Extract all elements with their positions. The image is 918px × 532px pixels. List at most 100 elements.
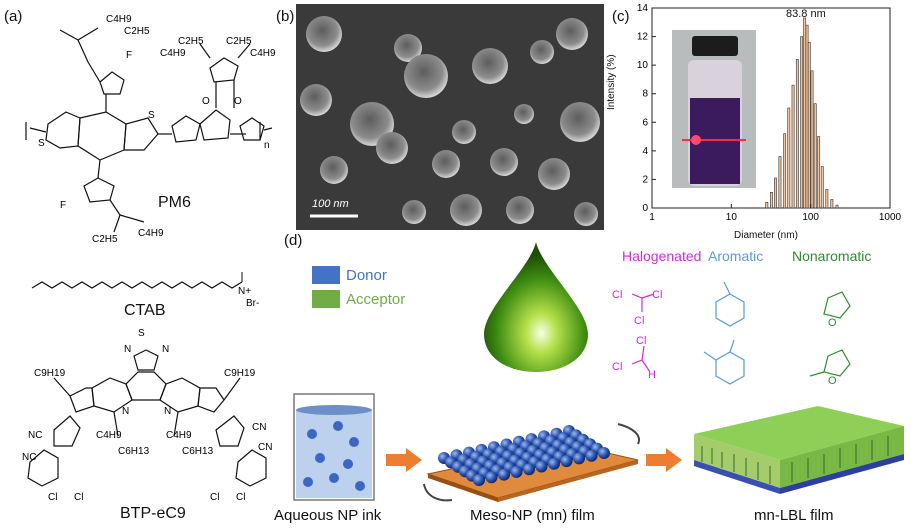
y-tick-label: 14 <box>637 3 649 14</box>
y-tick-label: 8 <box>642 89 648 100</box>
x-tick-label: 100 <box>802 212 819 223</box>
thf-o: O <box>828 317 837 329</box>
vial-cap <box>692 36 738 56</box>
btp-nc-left: NC <box>22 452 36 463</box>
ctab-label: CTAB <box>124 302 166 319</box>
solvent-aromatic-label: Aromatic <box>708 248 764 264</box>
pm6-o-left: O <box>202 96 210 107</box>
xylene-ring <box>715 351 745 385</box>
btp-n-right: N <box>164 406 171 417</box>
arrow-right-icon-1 <box>386 448 422 472</box>
pm6-c4h9-bottom: C4H9 <box>138 228 164 239</box>
histogram-bar <box>800 36 804 209</box>
btp-c9h19-right: C9H19 <box>224 368 256 379</box>
droplet-icon <box>484 242 588 372</box>
btp-c9h19-left: C9H19 <box>34 368 66 379</box>
y-tick-label: 12 <box>637 32 649 43</box>
ctab-br: Br- <box>246 298 259 308</box>
pm6-c2h5-mid-right: C2H5 <box>226 36 252 47</box>
histogram-bar <box>830 199 834 209</box>
acceptor-swatch <box>312 290 340 308</box>
pm6-structure: C4H9 C2H5 F C4H9 C2H5 C2H5 C4H9 O O S S … <box>25 14 276 245</box>
btp-c4h9-right: C4H9 <box>166 430 192 441</box>
sem-particles <box>296 4 604 230</box>
laser-spot <box>691 135 701 145</box>
np-sphere <box>473 474 485 486</box>
benzene-ring <box>715 293 745 327</box>
btp-c6h13-left: C6H13 <box>118 446 150 457</box>
dichloromethane-structures <box>631 293 655 373</box>
solvent-halogenated-label: Halogenated <box>622 248 702 264</box>
np-sphere <box>585 449 598 462</box>
np-sphere <box>573 452 585 465</box>
btp-cn-right-top: CN <box>252 422 266 433</box>
cl-3: Cl <box>634 315 644 327</box>
cl-5: Cl <box>612 361 622 373</box>
pm6-c2h5-top: C2H5 <box>124 26 150 37</box>
x-tick-label: 10 <box>726 212 738 223</box>
np-sphere <box>485 471 498 484</box>
btp-cn-right: CN <box>258 442 272 453</box>
donor-label: Donor <box>346 266 387 284</box>
np-sphere <box>510 465 523 478</box>
donor-swatch <box>312 266 340 284</box>
histogram-bar <box>765 201 769 209</box>
btp-cl-1: Cl <box>48 492 57 503</box>
caption-lbl: mn-LBL film <box>754 507 834 524</box>
histogram-bar <box>810 70 814 209</box>
meso-np-film <box>423 423 640 502</box>
y-tick-label: 10 <box>637 60 649 71</box>
lbl-film <box>694 406 904 494</box>
np-sphere <box>598 447 610 459</box>
btp-cl-4: Cl <box>236 492 245 503</box>
panel-label-a: (a) <box>4 8 23 25</box>
y-tick-label: 0 <box>642 203 648 214</box>
ctab-nplus: N+ <box>238 286 251 297</box>
arrow-right-icon-2 <box>646 448 682 472</box>
btp-cl-3: Cl <box>210 492 219 503</box>
histogram-bar <box>835 204 839 209</box>
pm6-n-sub: n <box>264 140 270 151</box>
btp-cl-2: Cl <box>74 492 83 503</box>
sem-image: 100 nm <box>296 4 604 230</box>
btp-n-left: N <box>122 406 129 417</box>
histogram-bar <box>803 17 807 209</box>
caption-meso: Meso-NP (mn) film <box>470 507 595 524</box>
btp-structure: S N N N N C9H19 C9H19 C4H9 C4H9 C6H13 C6… <box>22 328 272 503</box>
btp-s-top: S <box>138 328 145 339</box>
solvent-structures: Cl Cl Cl Cl Cl H O O <box>612 281 851 387</box>
np-sphere <box>523 463 535 476</box>
btp-nc-left-top: NC <box>28 430 42 441</box>
h-1: H <box>648 369 656 381</box>
pm6-c2h5-bottom: C2H5 <box>92 234 118 245</box>
cl-1: Cl <box>612 289 622 301</box>
btp-c4h9-left: C4H9 <box>96 430 122 441</box>
panel-label-c: (c) <box>612 8 630 25</box>
legend-donor: Donor <box>312 266 387 284</box>
legend-acceptor: Acceptor <box>312 290 405 308</box>
methylthf-o: O <box>828 375 837 387</box>
acceptor-label: Acceptor <box>346 290 406 308</box>
pm6-f-top: F <box>126 50 132 61</box>
sem-scalebar-label: 100 nm <box>312 198 349 210</box>
pm6-label: PM6 <box>158 194 191 211</box>
x-tick-label: 1000 <box>879 212 902 223</box>
pm6-c4h9-mid-left: C4H9 <box>160 48 186 59</box>
histogram-bar <box>805 24 809 209</box>
histogram-bar <box>795 59 799 209</box>
histogram-bar <box>807 41 811 209</box>
beaker-icon <box>293 393 375 501</box>
methylthf-ring <box>823 349 851 377</box>
np-sphere <box>498 468 510 481</box>
pm6-c2h5-mid-left: C2H5 <box>178 36 204 47</box>
btp-n-top-left: N <box>124 344 131 355</box>
y-tick-label: 4 <box>642 146 648 157</box>
histogram-bar <box>820 166 824 209</box>
histogram-bar <box>817 136 821 209</box>
chart-xlabel: Diameter (nm) <box>734 230 798 241</box>
panel-label-b: (b) <box>276 8 295 25</box>
cl-4: Cl <box>636 335 646 347</box>
btp-c6h13-right: C6H13 <box>182 446 214 457</box>
histogram-bar <box>787 107 791 209</box>
solvent-nonaromatic-label: Nonaromatic <box>792 248 872 264</box>
